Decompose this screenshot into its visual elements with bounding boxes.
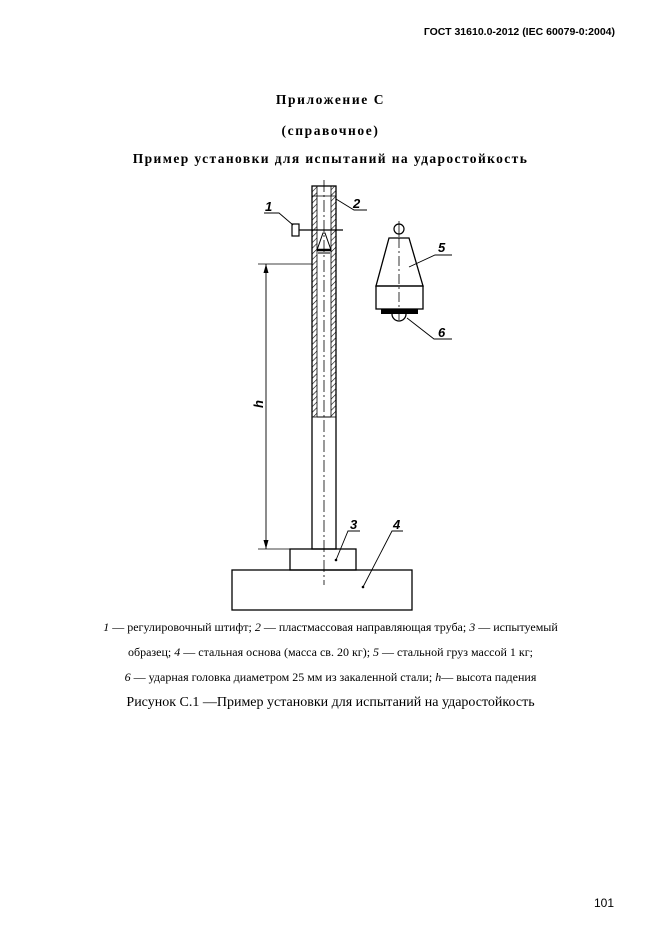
- page-number: 101: [593, 896, 614, 910]
- callout-6: 6: [438, 325, 446, 340]
- legend-line-2: образец; 4 — стальная основа (масса св. …: [127, 645, 534, 659]
- impact-head: [381, 309, 418, 322]
- impact-test-drawing: h 1 2 5 6 3 4: [231, 180, 452, 611]
- legend-line-1: 1 — регулировочный штифт; 2 — пластмассо…: [103, 620, 558, 634]
- standard-code: ГОСТ 31610.0-2012 (IEC 60079-0:2004): [423, 26, 615, 38]
- callout-3: 3: [350, 517, 358, 532]
- appendix-status: (справочное): [281, 123, 380, 138]
- section-heading: Пример установки для испытаний на ударос…: [132, 151, 529, 166]
- dimension-label-h: h: [251, 400, 266, 408]
- test-specimen: [289, 548, 357, 571]
- legend-line-3: 6 — ударная головка диаметром 25 мм из з…: [124, 670, 537, 684]
- callout-1: 1: [265, 199, 272, 214]
- figure-caption: Рисунок С.1 —Пример установки для испыта…: [126, 695, 535, 710]
- callout-5: 5: [438, 240, 446, 255]
- steel-weight: [375, 221, 424, 322]
- height-dimension: [258, 263, 312, 550]
- callout-4: 4: [392, 517, 401, 532]
- appendix-title: Приложение С: [275, 92, 386, 107]
- steel-base: [231, 569, 413, 611]
- adjusting-pin: [291, 223, 343, 237]
- callout-2: 2: [352, 196, 361, 211]
